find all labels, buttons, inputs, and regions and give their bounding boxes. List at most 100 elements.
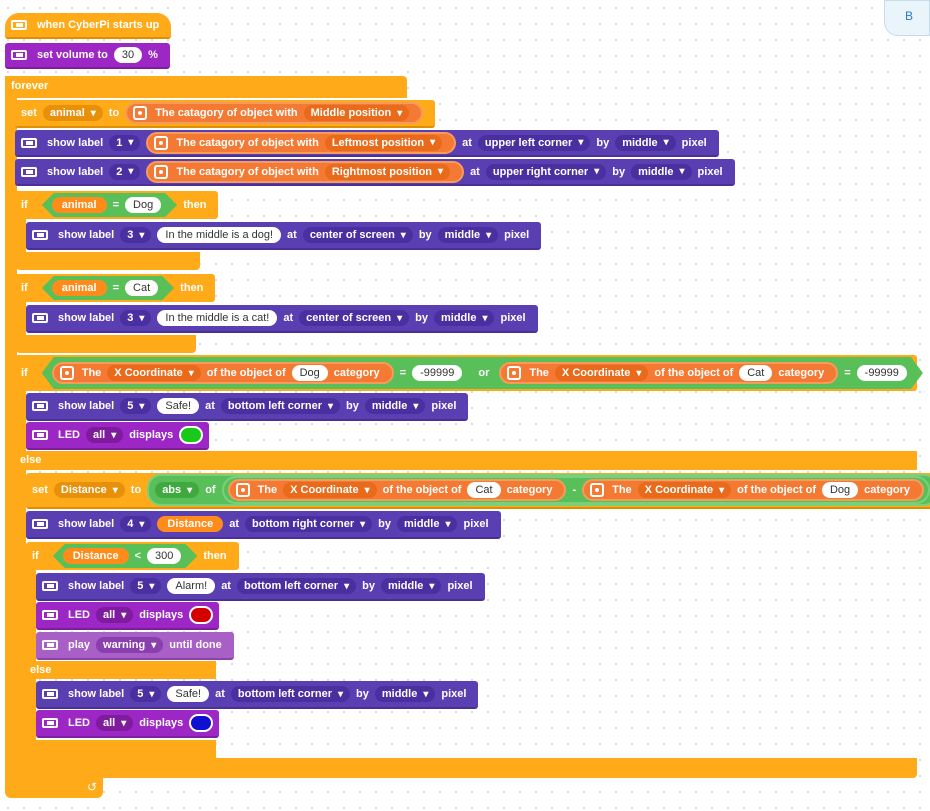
screen-position-dropdown[interactable]: center of screen <box>302 227 413 243</box>
at-label: at <box>215 688 225 700</box>
if-else-block[interactable]: if The X Coordinate of the object of Dog… <box>15 355 930 391</box>
label-number-dropdown[interactable]: 3 <box>120 227 152 243</box>
math-function-dropdown[interactable]: abs <box>155 482 200 498</box>
animal-value[interactable]: Dog <box>292 365 328 381</box>
label-text-input[interactable]: Safe! <box>167 686 210 702</box>
show-label-block[interactable]: show label 5 Alarm! at bottom left corne… <box>36 573 485 601</box>
size-dropdown[interactable]: middle <box>364 398 426 414</box>
label-number-dropdown[interactable]: 5 <box>120 398 152 414</box>
if-else-block[interactable]: if Distance < 300 then <box>26 542 239 570</box>
position-dropdown[interactable]: Middle position <box>303 105 410 121</box>
screen-position-dropdown[interactable]: center of screen <box>299 310 410 326</box>
coordinate-reporter[interactable]: The X Coordinate of the object of Dog ca… <box>52 362 394 384</box>
show-label-block[interactable]: show label 4 Distance at bottom right co… <box>26 511 501 539</box>
set-distance-block[interactable]: set Distance to abs of The X Coordinate … <box>26 473 930 509</box>
screen-position-dropdown[interactable]: bottom left corner <box>220 398 341 414</box>
label-number-dropdown[interactable]: 5 <box>130 578 162 594</box>
show-label-block[interactable]: show label 1 The catagory of object with… <box>15 130 719 157</box>
or-condition[interactable]: The X Coordinate of the object of Dog ca… <box>42 357 923 389</box>
object-category-reporter[interactable]: The catagory of object with Leftmost pos… <box>146 131 457 154</box>
animal-variable[interactable]: animal <box>52 280 107 296</box>
play-sound-block[interactable]: play warning until done <box>36 632 234 660</box>
label-number-dropdown[interactable]: 4 <box>120 516 152 532</box>
screen-position-dropdown[interactable]: bottom left corner <box>236 578 357 594</box>
compare-value[interactable]: -99999 <box>412 365 462 381</box>
show-label-block[interactable]: show label 3 In the middle is a cat! at … <box>26 305 538 333</box>
distance-variable[interactable]: Distance <box>157 516 224 532</box>
coordinate-reporter[interactable]: The X Coordinate of the object of Cat ca… <box>499 362 838 384</box>
if2-frame-bottom <box>16 335 196 353</box>
show-label-block[interactable]: show label 5 Safe! at bottom left corner… <box>26 393 469 421</box>
led-color-swatch[interactable] <box>189 714 214 732</box>
volume-value[interactable]: 30 <box>113 47 143 63</box>
animal-value[interactable]: Cat <box>739 365 772 381</box>
led-select-dropdown[interactable]: all <box>86 427 124 443</box>
label-text-input[interactable]: Alarm! <box>167 578 216 594</box>
sound-dropdown[interactable]: warning <box>96 637 164 653</box>
label-text-input[interactable]: In the middle is a cat! <box>157 310 278 326</box>
led-block[interactable]: LED all displays <box>36 602 220 630</box>
screen-position-dropdown[interactable]: upper left corner <box>477 134 591 151</box>
less-than-condition[interactable]: Distance < 300 <box>53 544 198 568</box>
show-label-block[interactable]: show label 3 In the middle is a dog! at … <box>26 222 542 250</box>
led-select-dropdown[interactable]: all <box>96 715 134 731</box>
coordinate-dropdown[interactable]: X Coordinate <box>555 365 648 381</box>
compare-value[interactable]: Cat <box>125 280 158 296</box>
variable-dropdown[interactable]: Distance <box>53 482 125 498</box>
screen-position-dropdown[interactable]: bottom left corner <box>230 686 351 702</box>
hat-block[interactable]: when CyberPi starts up <box>5 13 172 39</box>
label-number-dropdown[interactable]: 2 <box>109 163 141 180</box>
equals-operator: = <box>844 367 851 379</box>
label-text-input[interactable]: In the middle is a dog! <box>157 227 282 243</box>
animal-value[interactable]: Cat <box>467 482 501 498</box>
led-block[interactable]: LED all displays <box>36 710 220 738</box>
distance-variable[interactable]: Distance <box>63 548 129 564</box>
size-dropdown[interactable]: middle <box>615 134 676 151</box>
coordinate-dropdown[interactable]: X Coordinate <box>637 482 732 498</box>
corner-button[interactable]: B <box>884 0 930 36</box>
at-label: at <box>221 580 231 592</box>
compare-value[interactable]: Dog <box>125 197 161 213</box>
object-category-reporter[interactable]: The catagory of object with Middle posit… <box>125 102 424 124</box>
label-text-input[interactable]: Safe! <box>157 398 200 414</box>
coordinate-reporter[interactable]: The X Coordinate of the object of Dog ca… <box>582 479 925 501</box>
minus-operator[interactable]: The X Coordinate of the object of Cat ca… <box>221 476 930 504</box>
label-number-dropdown[interactable]: 3 <box>120 310 152 326</box>
label-number-dropdown[interactable]: 5 <box>130 686 162 702</box>
position-dropdown[interactable]: Leftmost position <box>324 134 443 151</box>
coordinate-reporter[interactable]: The X Coordinate of the object of Cat ca… <box>227 479 567 501</box>
set-animal-block[interactable]: set animal to The catagory of object wit… <box>15 100 436 128</box>
animal-variable[interactable]: animal <box>52 197 107 213</box>
led-color-swatch[interactable] <box>189 606 214 624</box>
position-dropdown[interactable]: Rightmost position <box>324 163 451 180</box>
pixel-label: pixel <box>504 229 530 241</box>
if-block[interactable]: if animal = Cat then <box>15 274 216 302</box>
led-color-swatch[interactable] <box>179 426 204 444</box>
size-dropdown[interactable]: middle <box>437 227 499 243</box>
variable-dropdown[interactable]: animal <box>42 105 103 121</box>
coordinate-dropdown[interactable]: X Coordinate <box>283 482 377 498</box>
screen-position-dropdown[interactable]: upper right corner <box>485 163 607 180</box>
size-dropdown[interactable]: middle <box>396 516 458 532</box>
show-label-block[interactable]: show label 2 The catagory of object with… <box>15 159 735 186</box>
coordinate-dropdown[interactable]: X Coordinate <box>107 365 200 381</box>
size-dropdown[interactable]: middle <box>434 310 495 326</box>
size-dropdown[interactable]: middle <box>374 686 436 702</box>
screen-position-dropdown[interactable]: bottom right corner <box>245 516 373 532</box>
object-category-reporter[interactable]: The catagory of object with Rightmost po… <box>146 160 465 183</box>
abs-operator[interactable]: abs of The X Coordinate of the object of… <box>147 474 930 506</box>
forever-frame-top[interactable] <box>5 76 407 98</box>
animal-value[interactable]: Dog <box>821 482 859 498</box>
label-number-dropdown[interactable]: 1 <box>109 134 141 151</box>
equals-condition[interactable]: animal = Cat <box>42 276 174 300</box>
show-label-block[interactable]: show label 5 Safe! at bottom left corner… <box>36 681 479 709</box>
led-select-dropdown[interactable]: all <box>96 607 134 623</box>
if-block[interactable]: if animal = Dog then <box>15 191 219 219</box>
compare-value[interactable]: 300 <box>147 548 181 564</box>
size-dropdown[interactable]: middle <box>631 163 692 180</box>
compare-value[interactable]: -99999 <box>857 365 907 381</box>
set-volume-block[interactable]: set volume to 30 % <box>5 43 170 69</box>
led-block[interactable]: LED all displays <box>26 422 210 450</box>
equals-condition[interactable]: animal = Dog <box>42 193 177 217</box>
size-dropdown[interactable]: middle <box>380 578 442 594</box>
